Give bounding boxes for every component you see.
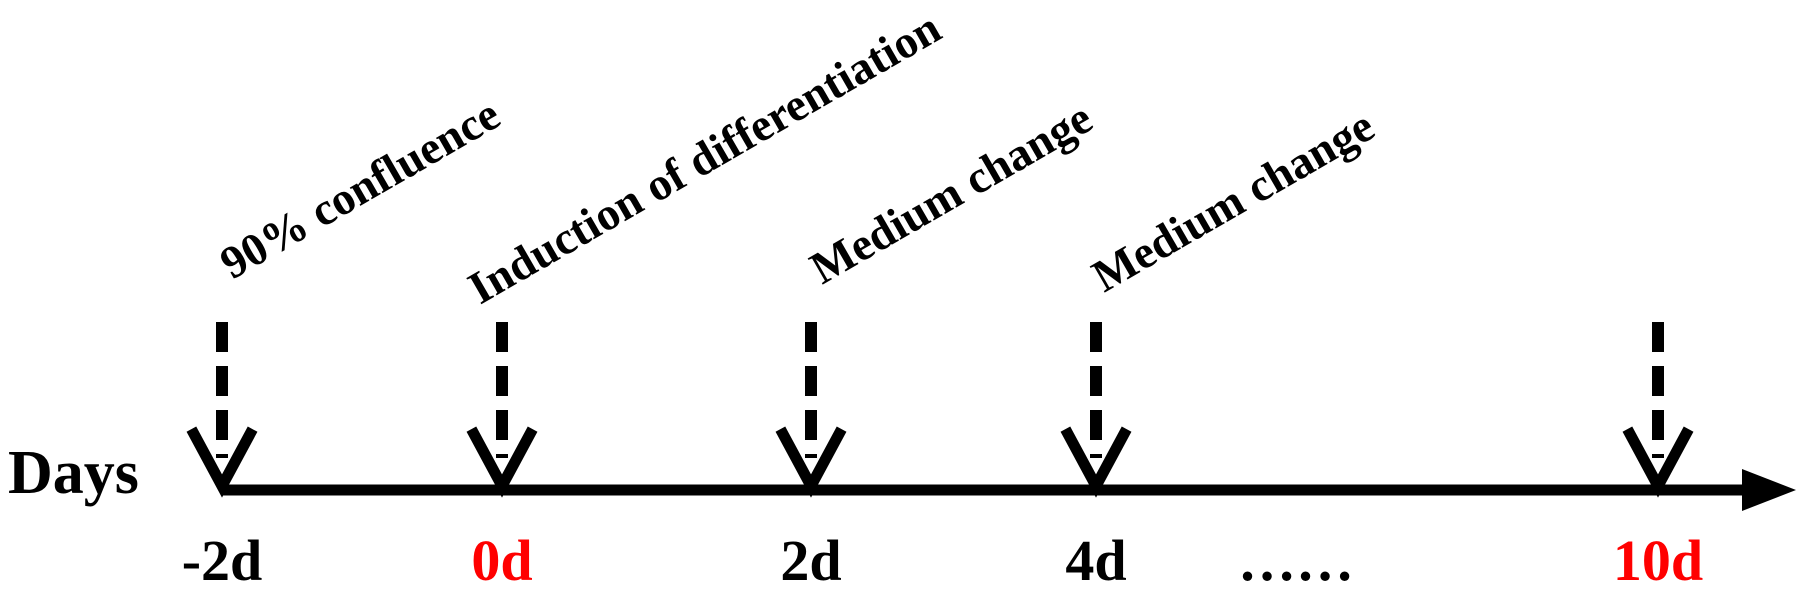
event-arrowhead [186,426,258,498]
event-marker: 2d Medium change [775,92,1101,593]
event-arrowhead [1060,426,1132,498]
day-label: 4d [1065,528,1126,593]
event-annotation: Medium change [802,92,1101,294]
timeline-axis-arrowhead [1742,469,1796,511]
day-label: 0d [471,528,532,593]
event-marker: 4d Medium change [1060,100,1383,593]
ellipsis-label: …… [1238,528,1354,593]
event-arrowhead [466,426,538,498]
event-marker: -2d 90% confluence [182,88,508,593]
day-label: 10d [1613,528,1703,593]
event-annotation: Medium change [1084,100,1383,302]
event-arrowhead [1622,426,1694,498]
day-label: 2d [780,528,841,593]
axis-title: Days [8,439,139,507]
event-annotation: 90% confluence [212,88,509,289]
event-marker: 10d [1613,322,1703,593]
day-label: -2d [182,528,263,593]
event-arrowhead [775,426,847,498]
event-marker: 0d Induction of differentiation [460,2,950,593]
events-layer: -2d 90% confluence 0d Induction of differen… [182,2,1703,593]
event-annotation: Induction of differentiation [460,2,950,314]
